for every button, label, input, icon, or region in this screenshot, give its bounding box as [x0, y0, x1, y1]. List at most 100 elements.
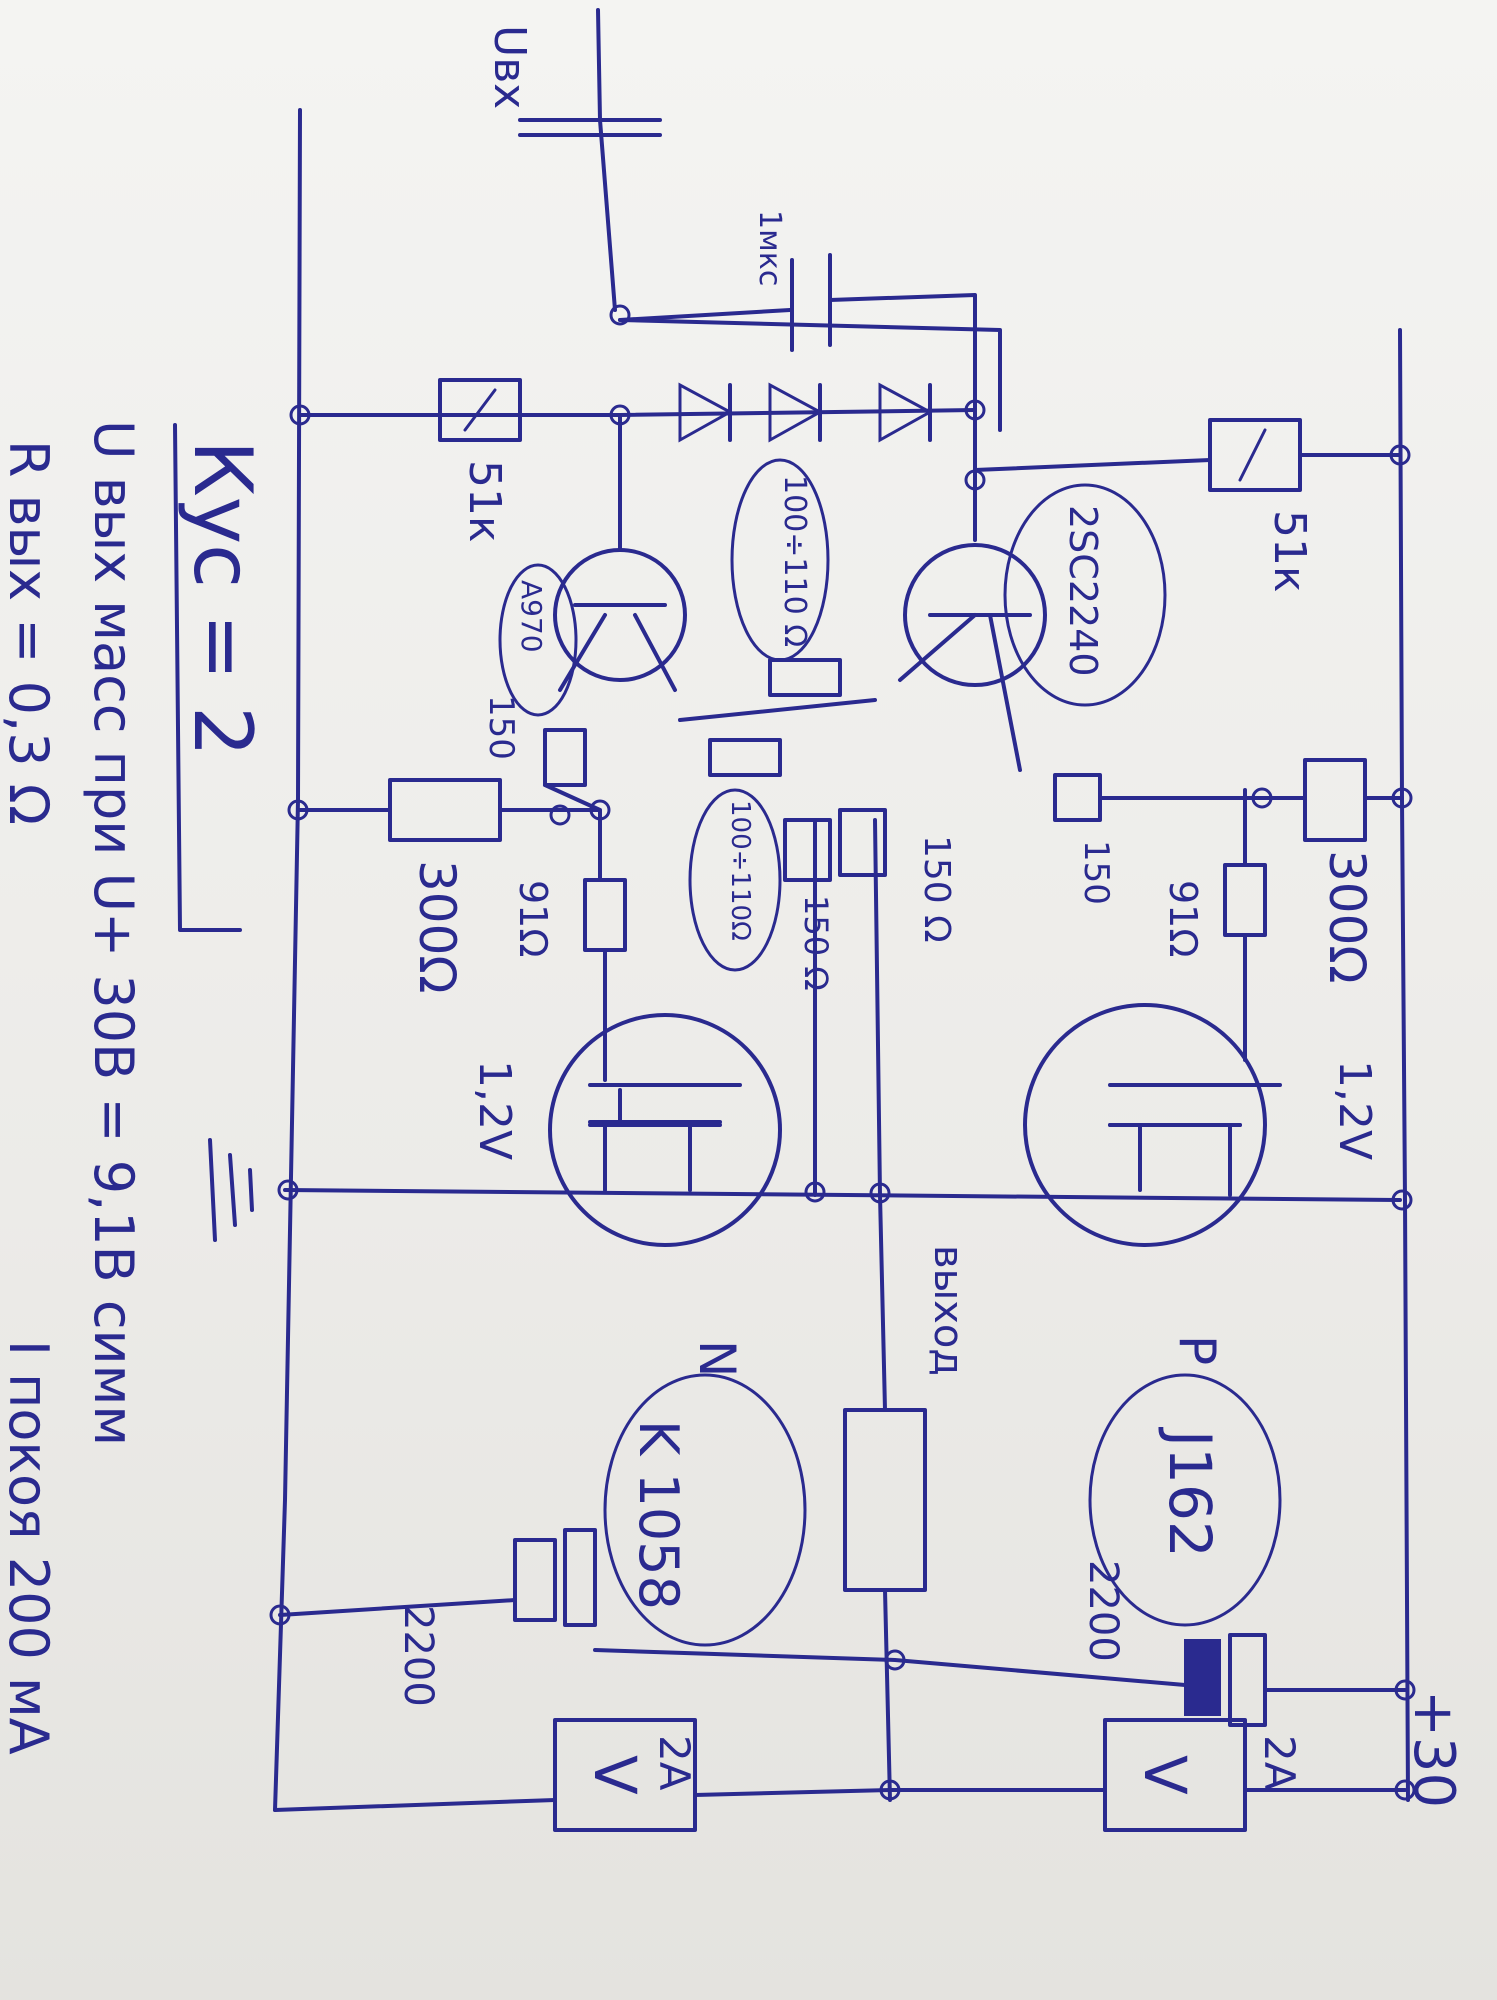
label-speaker: выход	[925, 1245, 971, 1376]
junction-dot	[869, 1182, 891, 1204]
mosfet-p	[1023, 1003, 1267, 1247]
diode-string	[298, 408, 977, 417]
cap-2200-right-b	[1228, 1633, 1267, 1727]
output-rail	[618, 318, 1002, 432]
r51k-right-lead	[973, 453, 1402, 472]
label-cap-1uf: 1мкс	[752, 210, 787, 286]
label-2200-right: 2200	[1080, 1560, 1126, 1662]
resistor-150-c	[783, 818, 832, 882]
resistor-100-110	[708, 738, 782, 777]
label-j162: J162	[1156, 1427, 1224, 1558]
pnp-leads	[558, 413, 677, 692]
junction-dot	[1391, 1189, 1413, 1211]
diode-2	[768, 382, 824, 443]
junction-dot	[1394, 1679, 1416, 1701]
resistor-51k-right	[1208, 418, 1302, 492]
resistor-300-left	[388, 778, 502, 842]
label-diode-r: 100÷110 Ω	[777, 475, 812, 647]
mosfet-n	[548, 1013, 782, 1247]
note-output-resistance: R вых = 0,3 Ω	[0, 440, 60, 825]
note-output-voltage: U вых масс при U+ 30В = 9,1В симм	[82, 420, 145, 1446]
cap-leads	[278, 1598, 1407, 1692]
cap-2200-left-a	[513, 1538, 557, 1622]
junction-dot	[589, 799, 611, 821]
label-k1058: K 1058	[627, 1420, 690, 1610]
junction-dot	[879, 1779, 901, 1801]
label-300-left: 300Ω	[408, 860, 466, 994]
junction-dot	[1389, 444, 1411, 466]
label-91-right: 91Ω	[1161, 880, 1205, 957]
a970-label-ring	[498, 563, 578, 717]
junction-dot	[884, 1649, 906, 1671]
mid-wiring	[296, 698, 1404, 1197]
label-input: Uвх	[484, 25, 535, 109]
resistor-mark	[1238, 428, 1267, 482]
label-2200-left: 2200	[395, 1605, 441, 1707]
diode-1	[678, 382, 734, 443]
junction-dot	[964, 469, 986, 491]
fuse-box-left	[553, 1718, 697, 1832]
label-voltage-right: 1,2V	[1329, 1060, 1380, 1160]
cap-1uf-lead	[618, 293, 977, 412]
label-v-left: V	[581, 1755, 649, 1795]
junction-dot	[277, 1179, 299, 1201]
label-150-d: 150 Ω	[916, 835, 957, 943]
resistor-mark	[463, 388, 497, 432]
label-voltage-left: 1,2V	[469, 1060, 520, 1160]
label-a970: A970	[515, 580, 548, 653]
diode-3	[878, 382, 934, 443]
label-2sc2240: 2SC2240	[1061, 505, 1105, 677]
resistor-91-left	[583, 878, 627, 952]
label-150-a: 150	[481, 695, 521, 760]
junction-dot	[609, 304, 631, 326]
junction-dot	[549, 804, 571, 826]
mosfet-output-line	[283, 1188, 1402, 1202]
junction-dot	[609, 404, 631, 426]
label-150-b: 150	[1076, 840, 1116, 905]
label-91-left: 91Ω	[511, 880, 555, 957]
fuse-leads	[273, 1788, 1407, 1812]
load-lead	[878, 1193, 892, 1802]
label-gain: Кус = 2	[176, 440, 269, 757]
load-resistor	[843, 1408, 927, 1592]
label-51k-left: 51к	[459, 460, 510, 543]
resistor-300-right	[1303, 758, 1367, 842]
label-fuse-right: 2A	[1255, 1735, 1304, 1791]
junction-dot	[289, 404, 311, 426]
label-supply-30: +30	[1401, 1690, 1466, 1808]
j162-label-ring	[1088, 1373, 1282, 1627]
label-p: P	[1168, 1335, 1226, 1365]
resistor-91-right	[1223, 863, 1267, 937]
supply-rail-30v	[1398, 328, 1410, 1802]
cap-2200-right-a	[1184, 1639, 1221, 1716]
junction-dot	[1394, 1779, 1416, 1801]
ground-symbol	[208, 1138, 254, 1242]
junction-dot	[1391, 787, 1413, 809]
label-v-right: V	[1131, 1755, 1199, 1795]
label-fuse-left: 2A	[650, 1735, 699, 1791]
r100b-label-ring	[688, 788, 782, 972]
label-300-right: 300Ω	[1318, 850, 1376, 984]
fuse-box-right	[1103, 1718, 1247, 1832]
npn-leads	[898, 408, 1032, 772]
junction-dot	[269, 1604, 291, 1626]
k1058-label-ring	[603, 1373, 807, 1647]
mosfet-n-pins	[588, 1083, 742, 1192]
gain-box	[173, 423, 242, 932]
ground-rail	[273, 108, 302, 1812]
npn-transistor-2sc2240	[903, 543, 1047, 687]
resistor-51k-left	[438, 378, 522, 442]
resistor-150-d	[838, 808, 887, 877]
junction-dot	[287, 799, 309, 821]
cap-2200-left-b	[563, 1528, 597, 1627]
2sc2240-label-ring	[1003, 483, 1167, 707]
label-51k-right: 51к	[1264, 510, 1315, 593]
resistor-150-a	[543, 728, 587, 787]
resistor-bias	[768, 658, 842, 697]
junction-dot	[964, 399, 986, 421]
resistor-150-b	[1053, 773, 1102, 822]
label-150-c: 150 Ω	[797, 895, 835, 991]
junction-dot	[1251, 787, 1273, 809]
